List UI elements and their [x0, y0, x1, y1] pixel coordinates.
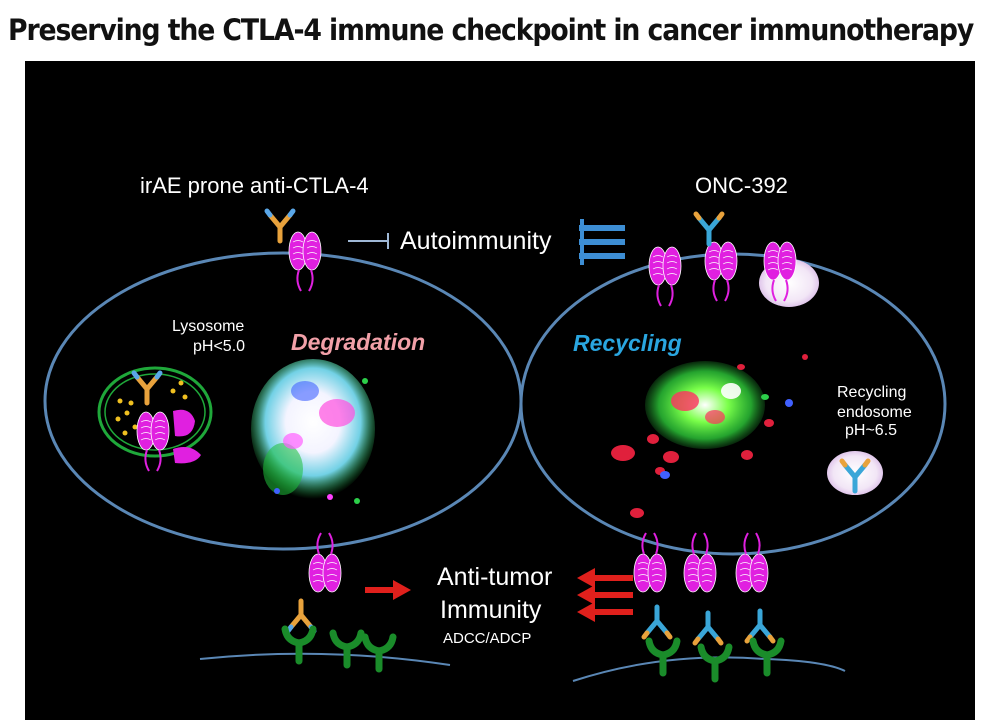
lysosome	[97, 366, 213, 472]
recycling-label: Recycling	[573, 330, 682, 356]
recycling-micrograph	[611, 354, 808, 518]
recycling-endosome	[827, 451, 883, 495]
fc-receptor-4	[649, 641, 677, 673]
right-bottom-antibody-3	[747, 611, 773, 641]
endosome-ph: pH~6.5	[845, 422, 897, 439]
diagram-panel: irAE prone anti-CTLA-4 ONC-392 Autoimmun…	[25, 61, 975, 720]
inhibition-line	[348, 233, 389, 249]
right-drug-label: ONC-392	[695, 173, 788, 198]
fc-receptor-1	[285, 629, 313, 661]
right-bottom-ctla4-2	[683, 532, 717, 593]
right-membrane-ctla4-2	[704, 241, 738, 302]
degradation-micrograph	[251, 359, 375, 504]
right-bound-antibody	[696, 214, 722, 244]
fc-receptor-2	[333, 633, 361, 665]
right-target-membrane	[572, 656, 846, 682]
left-bound-antibody	[267, 211, 293, 241]
autoimmunity-label: Autoimmunity	[400, 227, 552, 255]
lysosome-label: Lysosome	[172, 318, 244, 335]
antitumor-arrow-right	[365, 580, 411, 600]
immunity-label: Immunity	[440, 596, 542, 624]
ctla4-diagram: irAE prone anti-CTLA-4 ONC-392 Autoimmun…	[43, 173, 947, 720]
right-bottom-antibody-2	[695, 613, 721, 643]
page-title: Preserving the CTLA-4 immune checkpoint …	[8, 13, 974, 47]
degradation-label: Degradation	[291, 329, 425, 355]
antitumor-label: Anti-tumor	[437, 563, 552, 591]
adcc-label: ADCC/ADCP	[443, 630, 531, 647]
left-target-membrane	[199, 652, 451, 666]
left-membrane-ctla4	[288, 231, 322, 292]
right-membrane-ctla4-1	[648, 246, 682, 307]
endosome-label-2: endosome	[837, 404, 912, 421]
endosome-label-1: Recycling	[837, 384, 906, 401]
right-bottom-ctla4-3	[735, 532, 769, 593]
lysosome-ph: pH<5.0	[193, 338, 245, 355]
autoimmunity-block-icon	[579, 219, 625, 265]
left-bottom-ctla4	[308, 532, 342, 593]
right-bottom-antibody-1	[644, 607, 670, 637]
fc-receptor-6	[753, 641, 781, 673]
left-drug-label: irAE prone anti-CTLA-4	[140, 173, 369, 198]
fc-receptor-3	[365, 637, 393, 669]
antitumor-arrows-left	[577, 568, 633, 622]
fc-receptor-5	[701, 647, 729, 679]
left-bottom-antibody	[288, 601, 314, 631]
